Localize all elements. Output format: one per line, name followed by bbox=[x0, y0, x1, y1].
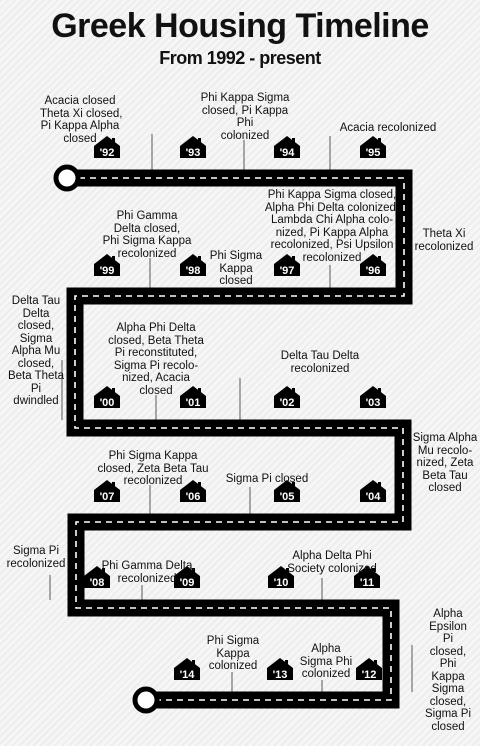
road-center-dashes bbox=[68, 177, 405, 701]
house-year-label: '96 bbox=[366, 265, 381, 277]
house-icon: '03 bbox=[360, 386, 386, 409]
house-year-label: '03 bbox=[366, 397, 381, 409]
house-icon: '05 bbox=[274, 480, 300, 503]
house-icon: '04 bbox=[360, 480, 386, 503]
house-icon: '98 bbox=[180, 254, 206, 277]
year-houses: '92 '93 '94 '95 '96 '97 '98 '99 '00 '01 '02 '03 '04 '… bbox=[84, 136, 386, 681]
house-icon: '13 bbox=[267, 658, 293, 681]
house-icon: '11 bbox=[354, 566, 380, 589]
house-year-label: '09 bbox=[180, 577, 195, 589]
house-year-label: '99 bbox=[100, 265, 115, 277]
house-year-label: '94 bbox=[280, 147, 296, 159]
house-icon: '07 bbox=[94, 480, 120, 503]
house-icon: '96 bbox=[360, 254, 386, 277]
house-year-label: '92 bbox=[100, 147, 115, 159]
timeline-start-marker bbox=[53, 164, 81, 192]
house-icon: '14 bbox=[174, 658, 200, 681]
house-year-label: '06 bbox=[186, 491, 201, 503]
house-year-label: '00 bbox=[100, 397, 115, 409]
house-icon: '00 bbox=[94, 386, 120, 409]
event-2005: Sigma Pi closed bbox=[225, 473, 309, 485]
page-subtitle: From 1992 - present bbox=[159, 48, 321, 68]
house-year-label: '05 bbox=[280, 491, 295, 503]
house-year-label: '02 bbox=[280, 397, 295, 409]
house-icon: '97 bbox=[274, 254, 300, 277]
page-title: Greek Housing Timeline bbox=[51, 7, 429, 45]
house-icon: '95 bbox=[360, 136, 386, 159]
house-year-label: '93 bbox=[186, 147, 201, 159]
house-year-label: '13 bbox=[273, 669, 288, 681]
house-icon: '92 bbox=[94, 136, 120, 159]
house-icon: '12 bbox=[356, 658, 382, 681]
event-1995: Acacia recolonized bbox=[339, 122, 437, 134]
house-year-label: '07 bbox=[100, 491, 115, 503]
house-icon: '99 bbox=[94, 254, 120, 277]
house-icon: '93 bbox=[180, 136, 206, 159]
event-1996: Phi Kappa Sigma closed,Alpha Phi Delta c… bbox=[264, 189, 400, 264]
house-year-label: '01 bbox=[186, 397, 201, 409]
house-year-label: '95 bbox=[366, 147, 381, 159]
house-icon: '10 bbox=[268, 566, 294, 589]
house-year-label: '10 bbox=[274, 577, 289, 589]
house-year-label: '98 bbox=[186, 265, 201, 277]
house-icon: '09 bbox=[174, 566, 200, 589]
house-year-label: '11 bbox=[360, 577, 374, 589]
house-icon: '01 bbox=[180, 386, 206, 409]
house-icon: '94 bbox=[274, 136, 300, 159]
house-icon: '08 bbox=[84, 566, 110, 589]
house-year-label: '04 bbox=[366, 491, 382, 503]
house-year-label: '08 bbox=[90, 577, 105, 589]
house-year-label: '12 bbox=[362, 669, 377, 681]
house-year-label: '14 bbox=[180, 669, 196, 681]
house-year-label: '97 bbox=[280, 265, 295, 277]
house-icon: '02 bbox=[274, 386, 300, 409]
timeline-end-marker bbox=[132, 686, 160, 714]
house-icon: '06 bbox=[180, 480, 206, 503]
